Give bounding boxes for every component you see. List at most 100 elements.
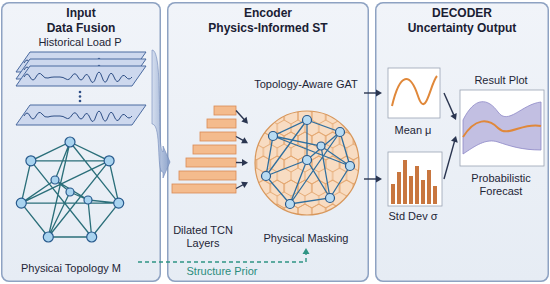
- component-label: Probabilistic Forecast: [456, 172, 546, 197]
- drawing-part: [255, 111, 359, 215]
- drawing-part: [79, 91, 82, 94]
- component-label: Std Dev σ: [382, 210, 444, 223]
- drawing-part: [269, 132, 278, 141]
- drawing-part: [346, 162, 355, 171]
- drawing-part: [200, 132, 236, 141]
- text-holder: Physical Masking: [248, 232, 364, 245]
- drawing-part: [392, 76, 437, 106]
- drawing-part: [391, 184, 395, 204]
- panel-title: DECODER: [375, 7, 549, 21]
- text-holder: Data Fusion: [1, 22, 161, 36]
- flow-swoosh: [152, 50, 170, 178]
- drawing-part: [16, 137, 123, 242]
- drawing-part: [388, 152, 442, 206]
- drawing-part: [409, 176, 413, 204]
- drawing-part: [79, 95, 82, 98]
- text-holder: Input: [1, 7, 161, 21]
- arrow-head: [450, 113, 456, 120]
- connector-line: [138, 252, 306, 262]
- drawing-part: [266, 120, 350, 204]
- connector: [364, 90, 382, 97]
- arrow-head: [376, 90, 382, 97]
- load-planes: [16, 105, 146, 125]
- panel-title: Encoder: [167, 7, 369, 21]
- drawing-part: [250, 106, 364, 220]
- text-holder: Topology-Aware GAT: [248, 78, 364, 91]
- arrow-head: [376, 176, 382, 183]
- drawing-part: [317, 142, 325, 150]
- drawing-part: [433, 186, 437, 204]
- component-label: Physical Masking: [248, 232, 364, 245]
- drawing-part: [427, 170, 431, 204]
- drawing-part: [207, 119, 236, 128]
- hex-grid: [250, 106, 364, 220]
- connector: [236, 111, 248, 189]
- arrow-head: [241, 182, 248, 188]
- text-holder: Historical Load P: [8, 36, 152, 49]
- connector-line: [444, 93, 454, 116]
- drawing-part: [326, 194, 335, 203]
- component-label: Mean μ: [382, 124, 444, 137]
- component-label: Topology-Aware GAT: [248, 78, 364, 91]
- stage-panel: InputData FusionHistorical Load P Physica…: [1, 2, 161, 282]
- connector-line: [236, 111, 245, 121]
- drawing-part: [65, 137, 75, 147]
- drawing-part: [24, 111, 132, 122]
- arrow-head: [451, 136, 458, 143]
- drawing-part: [262, 116, 355, 209]
- component-label: Result Plot: [456, 74, 546, 87]
- std-plot: [388, 152, 442, 206]
- drawing-part: [21, 142, 118, 237]
- drawing-part: [114, 198, 124, 208]
- drawing-part: [415, 166, 419, 204]
- drawing-part: [303, 156, 312, 165]
- drawing-part: [388, 68, 440, 118]
- mean-plot: [388, 68, 440, 118]
- panel-title: Uncertainty Output: [375, 22, 549, 36]
- text-holder: Result Plot: [456, 74, 546, 87]
- arrow-head: [241, 117, 248, 124]
- drawing-part: [16, 66, 146, 86]
- drawing-part: [286, 200, 295, 209]
- drawing-part: [66, 188, 74, 196]
- drawing-part: [26, 156, 36, 166]
- connector: [444, 93, 457, 120]
- text-holder: Physicai Topology M: [4, 262, 138, 275]
- drawing-part: [21, 142, 118, 237]
- component-label: Physicai Topology M: [4, 262, 138, 275]
- drawing-part: [214, 106, 236, 115]
- tcn-bars: [172, 106, 236, 193]
- component-label: Historical Load P: [8, 36, 152, 49]
- arrow-head: [242, 159, 248, 166]
- drawing-part: [186, 158, 236, 167]
- text-holder: Encoder: [167, 7, 369, 21]
- arrow-head: [241, 137, 248, 143]
- drawing-part: [403, 160, 407, 204]
- drawing-part: [262, 172, 271, 181]
- connector: [444, 136, 458, 179]
- swoosh-shape: [152, 50, 170, 178]
- drawing-part: [463, 121, 541, 137]
- drawing-part: [336, 128, 345, 137]
- drawing-part: [51, 176, 59, 184]
- text-holder: Probabilistic Forecast: [456, 172, 546, 197]
- connector: [138, 248, 310, 262]
- result-plot: [460, 90, 544, 166]
- connector-line: [364, 92, 378, 93]
- drawing-part: [43, 232, 53, 242]
- text-holder: Mean μ: [382, 124, 444, 137]
- text-holder: Std Dev σ: [382, 210, 444, 223]
- drawing-part: [104, 156, 114, 166]
- drawing-part: [172, 184, 236, 193]
- panel-title: Data Fusion: [1, 22, 161, 36]
- drawing-part: [79, 100, 82, 103]
- drawing-part: [463, 102, 541, 154]
- drawing-part: [16, 198, 26, 208]
- drawing-part: [21, 142, 118, 237]
- connector-line: [444, 140, 455, 179]
- component-label: Dilated TCN Layers: [170, 224, 236, 249]
- text-holder: Dilated TCN Layers: [170, 224, 236, 249]
- connector: [364, 176, 382, 183]
- text-holder: DECODER: [375, 7, 549, 21]
- load-planes: [16, 66, 146, 86]
